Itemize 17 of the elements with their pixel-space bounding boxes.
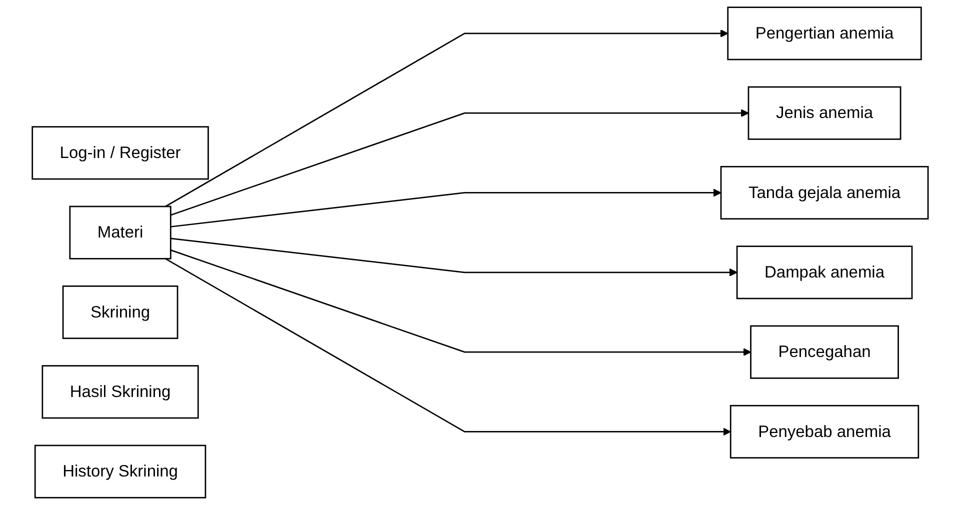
arrow <box>170 249 752 356</box>
arrow <box>165 258 732 436</box>
arrow <box>170 109 750 216</box>
node-box: Materi <box>70 206 172 260</box>
node-box: Jenis anemia <box>748 86 902 140</box>
node-box: Penyebab anemia <box>730 404 920 459</box>
node-box: Skrining <box>62 285 179 340</box>
node-box: Log-in / Register <box>32 126 210 180</box>
node-box: Hasil Skrining <box>42 365 200 419</box>
node-box: Pencegahan <box>750 325 900 379</box>
node-box: Pengertian anemia <box>727 6 922 60</box>
arrow <box>170 238 738 276</box>
node-box: Dampak anemia <box>736 246 913 300</box>
arrow <box>165 29 729 208</box>
node-box: History Skrining <box>34 444 206 498</box>
node-box: Tanda gejala anemia <box>720 166 930 220</box>
arrow <box>170 188 722 228</box>
